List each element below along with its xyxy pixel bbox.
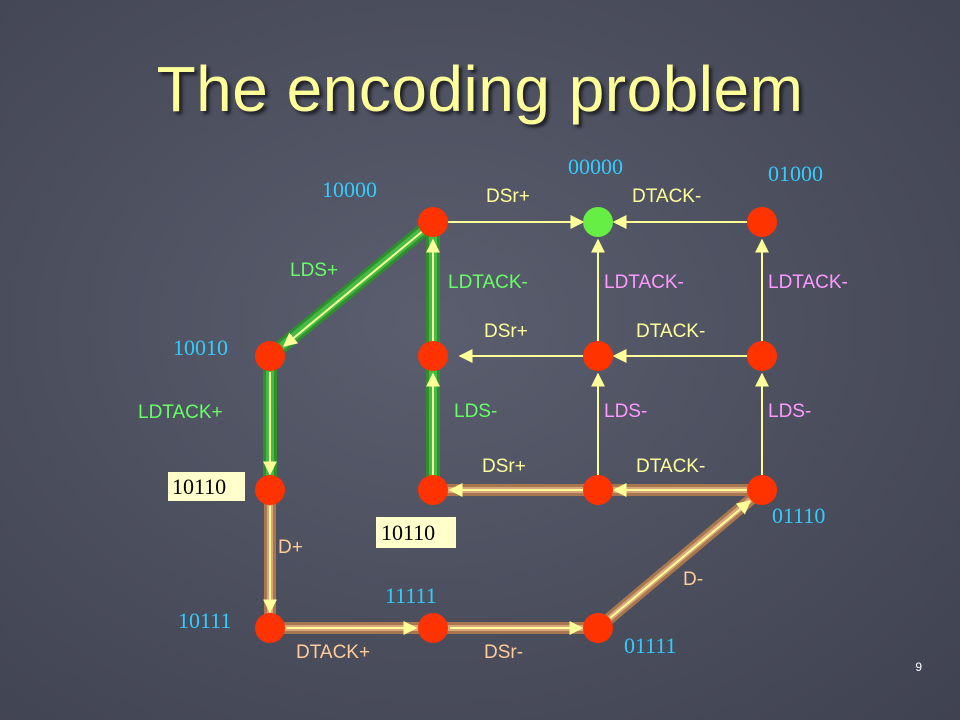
node-mid-mid	[583, 341, 613, 371]
arc-lds-plus	[282, 229, 425, 347]
state-code-right-bottom: 01110	[772, 503, 825, 528]
label-ldtack-minus-right: LDTACK-	[768, 272, 848, 293]
label-ldtack-plus: LDTACK+	[138, 402, 223, 423]
label-d-minus: D-	[683, 569, 703, 590]
node-right-low	[747, 475, 777, 505]
label-mid-dtack: DTACK-	[636, 321, 705, 342]
state-code-bottom-right: 01111	[624, 633, 677, 658]
node-center-mid	[418, 341, 448, 371]
node-bottom-left	[255, 613, 285, 643]
state-code-top-mid: 00000	[568, 154, 623, 179]
node-bottom-mid	[418, 613, 448, 643]
label-lds-plus: LDS+	[290, 260, 338, 281]
label-dsr-minus: DSr-	[484, 642, 523, 663]
label-ldtack-minus-mid: LDTACK-	[604, 272, 684, 293]
boxed-codes: 10110 10110	[168, 472, 456, 548]
node-top-right	[747, 207, 777, 237]
node-mid-low	[583, 475, 613, 505]
state-code-center-bottom: 10110	[381, 520, 435, 545]
node-initial	[583, 207, 613, 237]
state-code-left-mid: 10110	[172, 474, 226, 499]
slide-title: The encoding problem	[156, 53, 804, 125]
label-lds-minus-right: LDS-	[768, 401, 811, 422]
state-code-bottom-left: 10111	[178, 608, 231, 633]
state-code-bottom-mid: 11111	[385, 583, 437, 608]
state-codes: 00000 01000 10000 10010 01110 10111 1111…	[173, 154, 825, 658]
code-box-center	[376, 517, 456, 548]
transition-labels: DSr+ DTACK- LDS+ LDTACK- LDTACK- LDTACK-…	[138, 186, 848, 663]
label-lds-minus-mid: LDS-	[604, 401, 647, 422]
label-lds-minus-center: LDS-	[454, 401, 497, 422]
label-low-dsr: DSr+	[482, 456, 526, 477]
node-bottom-right	[583, 613, 613, 643]
label-top-dsr: DSr+	[486, 186, 530, 207]
node-left-upper	[255, 341, 285, 371]
node-top-left	[418, 207, 448, 237]
label-low-dtack: DTACK-	[636, 456, 705, 477]
state-code-left-upper: 10010	[173, 335, 228, 360]
node-left-mid	[255, 475, 285, 505]
label-top-dtack: DTACK-	[632, 186, 701, 207]
label-d-plus: D+	[278, 537, 303, 558]
nodes	[255, 207, 777, 643]
page-number: 9	[915, 660, 922, 674]
state-code-top-left: 10000	[322, 177, 377, 202]
code-box-left	[168, 472, 245, 501]
node-center-low	[418, 475, 448, 505]
arcs	[263, 215, 769, 635]
arc-d-minus	[609, 500, 752, 619]
label-dtack-plus: DTACK+	[296, 642, 370, 663]
node-right-mid	[747, 341, 777, 371]
label-mid-dsr: DSr+	[484, 321, 528, 342]
label-ldtack-minus-center: LDTACK-	[448, 272, 528, 293]
state-code-top-right: 01000	[768, 161, 823, 186]
